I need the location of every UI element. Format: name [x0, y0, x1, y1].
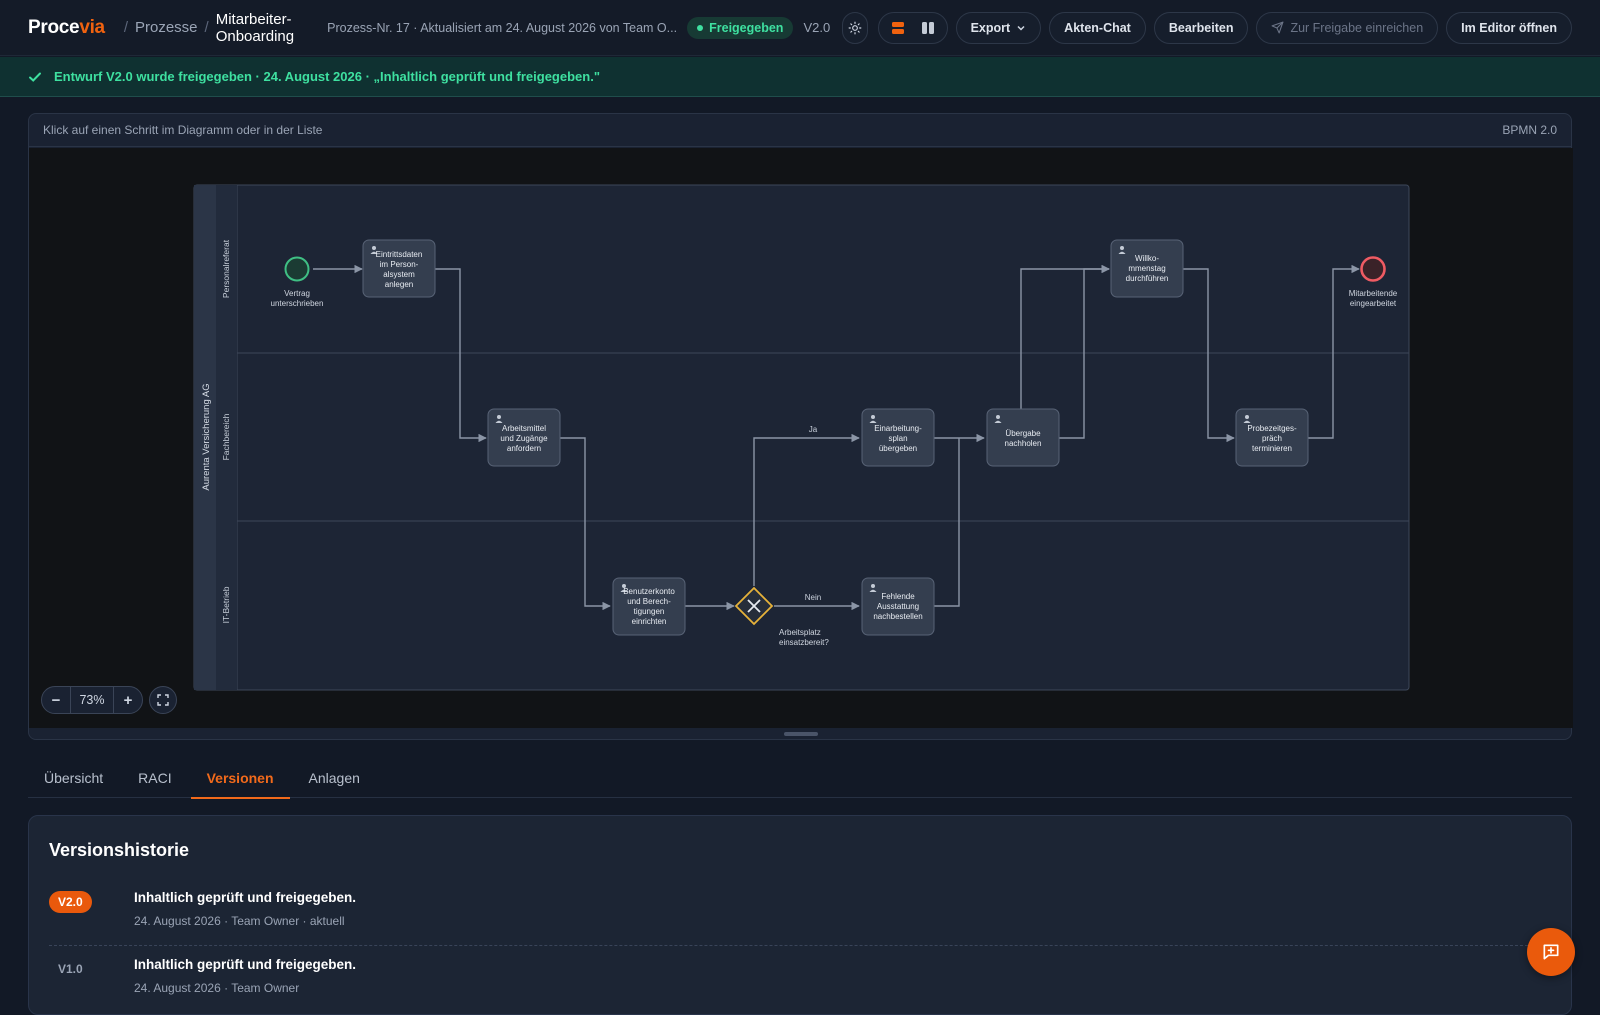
layout-stacked-button[interactable] [883, 16, 913, 40]
lane-label-it-betrieb: IT-Betrieb [221, 586, 231, 623]
approval-banner: Entwurf V2.0 wurde freigegeben · 24. Aug… [0, 57, 1600, 97]
theme-toggle-button[interactable] [842, 11, 868, 44]
breadcrumb: / Prozesse / Mitarbeiter-Onboarding [117, 11, 314, 45]
diagram-header: Klick auf einen Schritt im Diagramm oder… [29, 114, 1571, 147]
version-history-title: Versionshistorie [49, 840, 190, 860]
version-row[interactable]: V2.0 Inhaltlich geprüft und freigegeben.… [49, 880, 1553, 946]
version-label: V2.0 [803, 20, 831, 35]
layout-split-button[interactable] [913, 16, 943, 40]
end-event[interactable] [1360, 256, 1386, 282]
zoom-controls: − 73% + [41, 686, 177, 714]
sun-icon [848, 21, 862, 34]
layout-switch [877, 11, 948, 44]
tab-versionen[interactable]: Versionen [190, 757, 290, 799]
chat-fab-button[interactable] [1527, 928, 1575, 976]
fit-to-screen-button[interactable] [149, 686, 177, 714]
zoom-level: 73% [70, 686, 114, 714]
start-event[interactable] [284, 256, 310, 282]
chat-add-icon [1543, 944, 1559, 960]
akten-chat-button[interactable]: Akten-Chat [1049, 11, 1146, 44]
user-task-icon [495, 415, 503, 423]
lane-label-personalreferat: Personalreferat [221, 239, 231, 298]
exclusive-gateway[interactable] [734, 586, 774, 626]
version-comment: Inhaltlich geprüft und freigegeben. [134, 890, 357, 905]
columns-layout-icon [921, 21, 934, 34]
user-task-icon [370, 246, 378, 254]
status-dot [697, 24, 704, 31]
tab-uebersicht[interactable]: Übersicht [44, 769, 104, 786]
export-button[interactable]: Export [955, 11, 1042, 44]
rows-layout-icon [891, 21, 904, 34]
fullscreen-icon [157, 694, 169, 706]
bpmn-canvas[interactable]: Aurenta Versicherung AG Personalreferat … [29, 148, 1573, 728]
pool-label: Aurenta Versicherung AG [201, 383, 212, 490]
zoom-out-button[interactable]: − [51, 691, 61, 709]
diagram-card: Klick auf einen Schritt im Diagramm oder… [28, 113, 1573, 740]
submit-for-approval-button[interactable]: Zur Freigabe einreichen [1256, 11, 1439, 44]
send-icon [1271, 21, 1284, 34]
banner-text: Entwurf V2.0 wurde freigegeben · 24. Aug… [54, 69, 600, 84]
check-icon [29, 72, 41, 82]
bpmn-diagram[interactable]: Aurenta Versicherung AG Personalreferat … [29, 148, 1573, 728]
app-logo[interactable]: Procevia [28, 16, 105, 38]
user-task-icon [620, 584, 628, 592]
top-bar: Procevia / Prozesse / Mitarbeiter-Onboar… [0, 0, 1600, 56]
open-editor-button[interactable]: Im Editor öffnen [1446, 11, 1572, 44]
breadcrumb-prozesse[interactable]: Prozesse [135, 19, 198, 36]
version-meta: 24. August 2026 · Team Owner [134, 981, 300, 995]
lane-label-fachbereich: Fachbereich [221, 413, 231, 460]
process-meta: Prozess-Nr. 17 · Aktualisiert am 24. Aug… [327, 20, 678, 35]
breadcrumb-current: Mitarbeiter-Onboarding [215, 10, 295, 45]
diagram-hint: Klick auf einen Schritt im Diagramm oder… [43, 123, 323, 137]
user-task-icon [994, 415, 1002, 423]
tab-raci[interactable]: RACI [138, 769, 172, 786]
flow-label-ja: Ja [809, 425, 818, 434]
user-task-icon [869, 584, 877, 592]
version-meta: 24. August 2026 · Team Owner · aktuell [134, 914, 345, 928]
version-row[interactable]: V1.0 Inhaltlich geprüft und freigegeben.… [49, 947, 1553, 1013]
resize-handle[interactable] [784, 732, 818, 736]
flow-label-nein: Nein [805, 593, 821, 602]
version-history-card: Versionshistorie V2.0 Inhaltlich geprüft… [28, 815, 1572, 1015]
status-badge: Freigegeben [687, 16, 794, 39]
version-comment: Inhaltlich geprüft und freigegeben. [134, 957, 357, 972]
edit-button[interactable]: Bearbeiten [1153, 11, 1249, 44]
notation-label: BPMN 2.0 [1502, 123, 1557, 137]
tab-anlagen[interactable]: Anlagen [308, 769, 360, 786]
tab-bar: Übersicht RACI Versionen Anlagen [28, 757, 1572, 799]
zoom-in-button[interactable]: + [123, 691, 133, 709]
pool-header [194, 185, 216, 690]
chevron-down-icon [1017, 25, 1025, 31]
user-task-icon [869, 415, 877, 423]
version-badge: V2.0 [49, 891, 92, 913]
user-task-icon [1118, 246, 1126, 254]
version-badge: V1.0 [58, 962, 83, 976]
user-task-icon [1243, 415, 1251, 423]
